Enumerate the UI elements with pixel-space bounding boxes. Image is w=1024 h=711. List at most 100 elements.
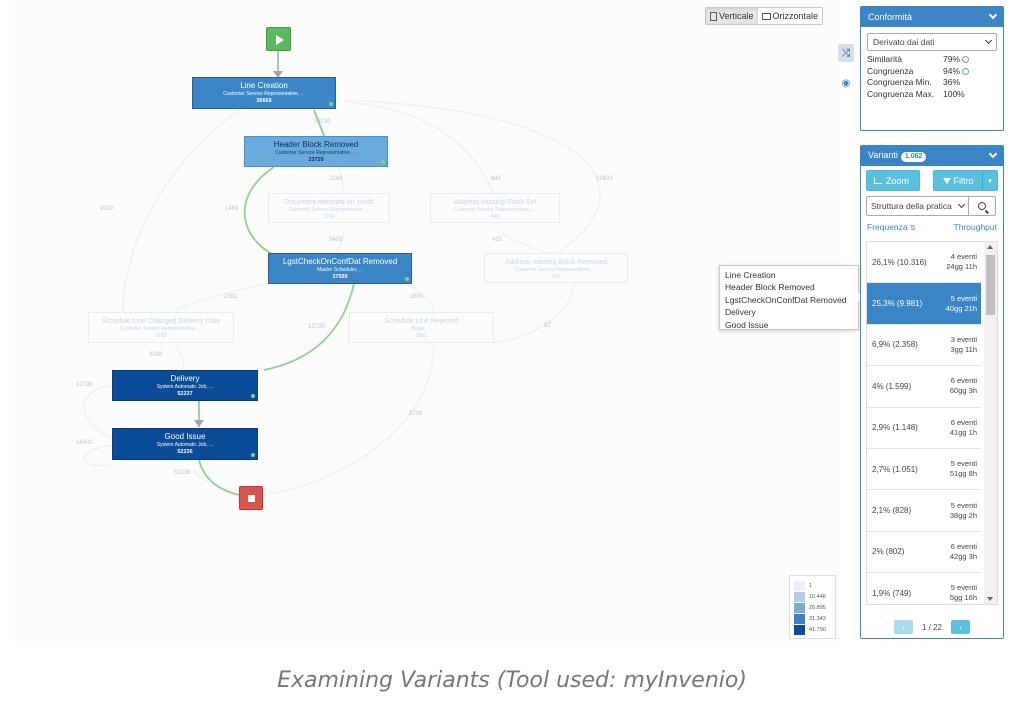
conformity-panel-header[interactable]: Conformità [861, 7, 1003, 27]
vertical-view-button[interactable]: Verticale [706, 8, 758, 24]
panel-title: Varianti [868, 150, 898, 160]
node-title: Delivery [170, 374, 200, 383]
arrowhead [273, 71, 283, 78]
search-icon [978, 202, 986, 210]
variant-frequency: 26,1% (10.316) [872, 257, 927, 267]
end-node[interactable] [239, 486, 263, 510]
edge-label: 12736 [76, 382, 93, 388]
chevron-down-icon [957, 200, 966, 209]
search-button[interactable] [969, 196, 996, 216]
caret-down-icon[interactable]: ▾ [988, 177, 992, 185]
edge-faded [173, 281, 275, 313]
node-schedule-line-rejected[interactable]: Schedule Line Rejected Buyer, ... 2801 [349, 312, 494, 343]
node-count: 52237 [177, 391, 193, 397]
node-subtitle: Customer Service Representative, ... [275, 150, 357, 156]
previous-page-button[interactable]: ‹ [893, 620, 913, 634]
metric-value: 94% [943, 65, 961, 76]
edge-faded [263, 344, 435, 496]
next-page-button[interactable]: › [951, 620, 970, 634]
process-map-canvas[interactable]: 23720 2243 840 10433 2002 1469 3403 421 … [14, 0, 840, 642]
scroll-thumb[interactable] [986, 255, 995, 315]
node-title: Schedule Line Changed Delivery Date [101, 318, 221, 325]
variant-frequency: 2% (802) [872, 547, 905, 557]
node-address-missing-set[interactable]: Address missing Block Set Customer Servi… [430, 193, 560, 223]
zoom-button[interactable]: Zoom [866, 170, 920, 191]
node-document-released[interactable]: Document released for credit Customer Se… [268, 193, 390, 223]
variant-events: 6 eventi [950, 376, 977, 386]
variant-tooltip: Line Creation Header Block Removed LgstC… [719, 265, 865, 330]
tooltip-line: Delivery [725, 307, 756, 318]
start-node[interactable] [266, 27, 291, 51]
node-line-creation[interactable]: Line Creation Customer Service Represent… [192, 77, 336, 109]
node-good-issue[interactable]: Good Issue System Automatic Job, ... 522… [112, 428, 258, 460]
node-header-block-removed[interactable]: Header Block Removed Customer Service Re… [244, 136, 388, 167]
status-dot-icon [251, 453, 255, 457]
edge-faded [83, 384, 115, 441]
metric-value: 79% [943, 54, 961, 64]
edge-faded [333, 229, 345, 254]
edge-label: 2182 [224, 294, 238, 300]
chevron-down-icon[interactable] [988, 10, 998, 20]
edge-faded [493, 281, 575, 343]
node-schedule-line-changed[interactable]: Schedule Line Changed Delivery Date Cust… [88, 312, 234, 343]
edge-label: 23720 [314, 119, 331, 125]
variants-scrollbar[interactable] [984, 242, 997, 604]
edge-label: 840 [491, 176, 502, 182]
legend-label: 20.895 [809, 604, 826, 611]
metric-label: Congruenza [867, 65, 914, 76]
shuffle-icon[interactable]: ⤮ [838, 44, 854, 62]
throughput-column-header[interactable]: Throughput [953, 222, 997, 232]
node-title: Address missing Block Removed [504, 259, 608, 266]
node-delivery[interactable]: Delivery System Automatic Job, ... 52237 [112, 370, 258, 401]
variant-time: 24gg 11h [946, 262, 977, 272]
edge-faded [193, 469, 240, 496]
check-circle-icon [962, 67, 970, 75]
eye-icon[interactable]: ◉ [841, 77, 851, 89]
node-count: 2801 [415, 333, 428, 339]
conformity-model-select[interactable]: Derivato dai dati [867, 33, 997, 51]
node-subtitle: Customer Service Representative, ... [120, 326, 202, 332]
node-title: Address missing Block Set [453, 199, 537, 206]
horizontal-view-button[interactable]: Orizzontale [758, 8, 823, 24]
legend-swatch [794, 613, 805, 624]
pagination: ‹ 1 / 22 › [861, 620, 1003, 634]
node-subtitle: Customer Service Representative, ... [288, 207, 370, 213]
node-count: 52236 [177, 449, 193, 455]
node-count: 421 [551, 274, 561, 280]
select-value: Derivato dai dati [873, 37, 935, 47]
node-lgst-check-removed[interactable]: LgstCheckOnConfDat Removed Master Schedu… [268, 253, 412, 284]
node-title: Schedule Line Rejected [384, 318, 459, 325]
chevron-down-icon[interactable] [988, 149, 998, 159]
edge-faded [343, 99, 601, 256]
metric-label: Congruenza Max. [867, 88, 935, 99]
scroll-down-icon[interactable] [987, 597, 993, 601]
edge-label: 3700 [409, 411, 423, 417]
frequency-column-header[interactable]: Frequenza ⇅ [867, 222, 916, 232]
legend-label: 31.343 [809, 615, 826, 622]
variant-frequency: 2,9% (1.148) [872, 423, 918, 433]
legend-item: 1 [794, 580, 835, 591]
node-address-missing-removed[interactable]: Address missing Block Removed Customer S… [484, 253, 628, 283]
edge-faded [493, 229, 555, 256]
conformity-panel: Conformità Derivato dai dati Similarità … [860, 6, 1004, 131]
scroll-up-icon[interactable] [987, 245, 993, 249]
document-icon [710, 11, 717, 21]
sort-icon[interactable]: ⇅ [910, 225, 916, 232]
edge-label: 13720 [308, 324, 325, 330]
filter-button[interactable]: Filtro ▾ [933, 170, 998, 191]
legend-item: 20.895 [794, 602, 835, 613]
tooltip-line: Good Issue [725, 319, 769, 330]
structure-select[interactable]: Struttura della pratica [866, 196, 969, 216]
edge-faded [343, 101, 495, 196]
